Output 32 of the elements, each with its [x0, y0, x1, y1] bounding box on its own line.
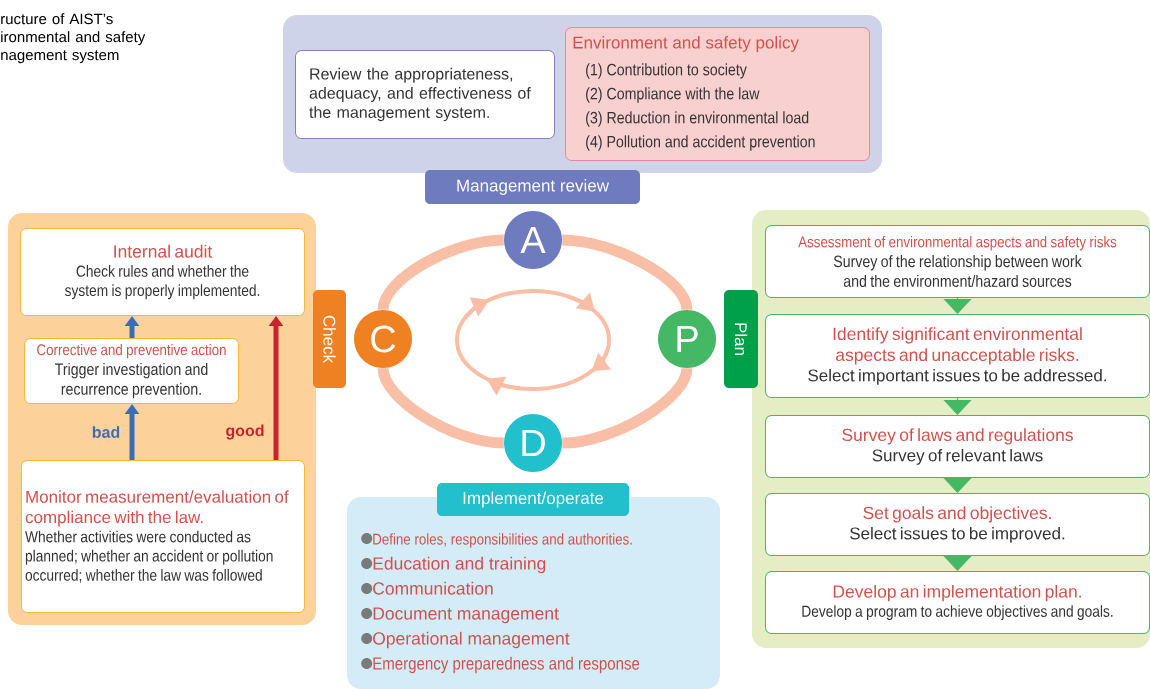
policy-item: (3) Reduction in environmental load	[586, 111, 809, 127]
policy-heading: Environment and safety policy	[573, 36, 799, 52]
text-box: Identify significant environmental aspects and unacceptable risks. Select important issues to be addressed.	[765, 314, 1150, 398]
text-box: Survey of laws and regulations Survey of relevant laws	[765, 415, 1150, 478]
bullet-item: Document management	[361, 607, 559, 624]
text-box: Develop an implementation plan. Develop a program to achieve objectives and goals.	[765, 571, 1150, 634]
tab-label: Check	[313, 290, 346, 388]
arrow	[944, 477, 971, 493]
policy-item: (4) Pollution and accident prevention	[586, 135, 815, 151]
policy-item: (1) Contribution to society	[586, 63, 747, 79]
arrow	[944, 397, 971, 415]
bullet-item: Operational management	[361, 631, 570, 649]
edge-label: bad	[92, 426, 120, 438]
text-box: Set goals and objectives. Select issues to be improved.	[765, 493, 1150, 556]
tab-label: Plan	[724, 290, 758, 388]
text-box: Assessment of environmental aspects and safety risks Survey of the relationship between work and the environment/hazard sources	[765, 225, 1150, 298]
arrow	[944, 297, 971, 314]
bullet-item: Education and training	[361, 556, 546, 574]
text-box: Internal audit Check rules and whether the system is properly implemented.	[20, 228, 305, 316]
edge-label: good	[226, 424, 264, 440]
title: ructure of AIST’s ironmental and safety nagement system	[1, 13, 146, 64]
bullet-item: Emergency preparedness and response	[361, 656, 640, 674]
tab-label: Management review	[425, 170, 640, 204]
ring-segment	[561, 367, 693, 449]
text-box: Review the appropriateness, adequacy, and effectiveness of the management system.	[295, 50, 555, 139]
bullet-item: Communication	[361, 581, 493, 595]
text-box: Corrective and preventive action Trigger investigation and recurrence prevention.	[24, 338, 239, 404]
policy-item: (2) Compliance with the law	[586, 87, 760, 103]
bullet-item: Define roles, responsibilities and authorities.	[361, 533, 632, 548]
arrow	[944, 555, 971, 571]
tab-label: Implement/operate	[437, 483, 629, 516]
text-box: Monitor measurement/evaluation of compliance with the law. Whether activities were conducted as planned; whether an accident or pollution occurred; whether the law was followed	[21, 460, 305, 613]
